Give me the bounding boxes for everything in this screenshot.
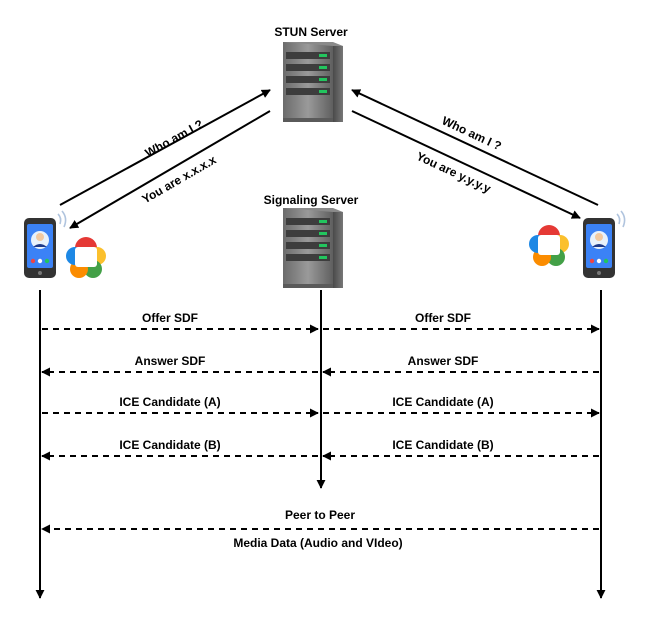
stun-server-label: STUN Server <box>274 25 348 39</box>
right-stun-request-label: Who am I ? <box>440 114 504 154</box>
left-peer <box>23 210 106 279</box>
smartphone-user-icon <box>23 210 67 279</box>
left-stun-request-arrow <box>59 89 271 206</box>
answer-right-label: Answer SDF <box>408 354 479 368</box>
left-stun-response-arrow <box>69 110 271 229</box>
answer-left-label: Answer SDF <box>135 354 206 368</box>
server-rack-icon <box>283 42 343 122</box>
signaling-server-label: Signaling Server <box>264 193 359 207</box>
peer-to-peer-label: Peer to Peer <box>285 508 355 522</box>
stun-server: STUN Server <box>274 25 348 122</box>
offer-right-label: Offer SDF <box>415 311 471 325</box>
ice-b-right-label: ICE Candidate (B) <box>392 438 493 452</box>
webrtc-logo-icon <box>66 237 106 278</box>
ice-b-left-label: ICE Candidate (B) <box>119 438 220 452</box>
server-rack-icon <box>283 208 343 288</box>
media-data-label: Media Data (Audio and VIdeo) <box>233 536 402 550</box>
ice-a-left-label: ICE Candidate (A) <box>119 395 220 409</box>
smartphone-user-icon <box>582 210 626 279</box>
offer-left-label: Offer SDF <box>142 311 198 325</box>
right-stun-response-arrow <box>351 110 581 219</box>
signaling-server: Signaling Server <box>264 193 359 288</box>
ice-a-right-label: ICE Candidate (A) <box>392 395 493 409</box>
webrtc-logo-icon <box>529 225 569 266</box>
right-peer <box>529 210 626 279</box>
right-stun-request-arrow <box>351 89 599 206</box>
